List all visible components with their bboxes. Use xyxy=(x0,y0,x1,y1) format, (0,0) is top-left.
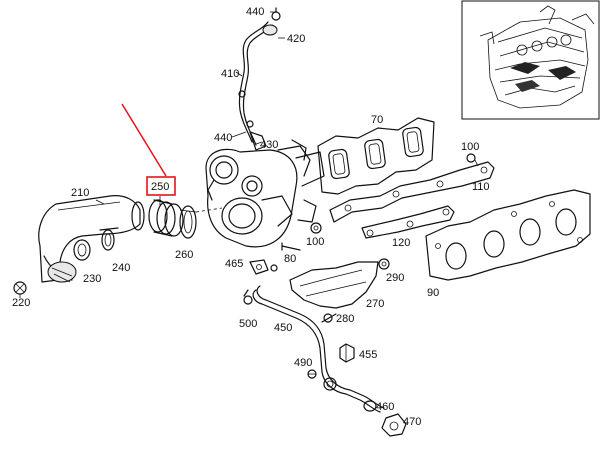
part-label-290: 290 xyxy=(386,272,404,284)
part-label-430: 430 xyxy=(260,139,278,151)
part-label-410: 410 xyxy=(221,68,239,80)
engine-inset xyxy=(461,0,600,120)
gasket-strip-110 xyxy=(329,161,495,223)
part-label-440a: 440 xyxy=(246,6,264,18)
flange-470 xyxy=(381,413,407,437)
part-label-230: 230 xyxy=(83,273,101,285)
exhaust-gasket xyxy=(425,189,591,281)
part-labels: 440 420 410 440 430 70 100 110 210 250 2… xyxy=(12,6,490,428)
bolt-220 xyxy=(13,281,27,298)
part-label-500: 500 xyxy=(239,318,257,330)
hose-clamp-260 xyxy=(179,205,197,239)
stud-80 xyxy=(281,242,301,251)
part-label-460: 460 xyxy=(376,401,394,413)
highlight-pointer-arrow xyxy=(121,103,167,177)
nut-290 xyxy=(378,258,390,270)
clip-455 xyxy=(339,343,355,363)
part-label-420: 420 xyxy=(287,33,305,45)
stud-100a xyxy=(466,153,476,163)
charge-air-pipe xyxy=(38,195,145,283)
oil-feed-line xyxy=(238,7,281,151)
part-label-270: 270 xyxy=(366,298,384,310)
part-label-490: 490 xyxy=(294,357,312,369)
turbocharger xyxy=(205,139,325,248)
part-label-280: 280 xyxy=(336,313,354,325)
part-label-80: 80 xyxy=(284,253,296,265)
bolt-490 xyxy=(307,369,317,379)
hose-230 xyxy=(73,239,91,261)
part-label-455: 455 xyxy=(359,349,377,361)
part-label-100b: 100 xyxy=(306,236,324,248)
highlight-box-250 xyxy=(146,176,176,196)
hose-clamp-240 xyxy=(99,227,119,251)
part-label-440b: 440 xyxy=(214,132,232,144)
leader-lines xyxy=(95,11,479,205)
part-label-260: 260 xyxy=(175,249,193,261)
part-label-470: 470 xyxy=(403,416,421,428)
gasket-strip-120 xyxy=(361,205,455,239)
engine-inset-drawing xyxy=(479,5,595,109)
nut-100b xyxy=(310,222,322,234)
part-label-100a: 100 xyxy=(461,141,479,153)
exhaust-manifold xyxy=(317,117,435,195)
part-label-220: 220 xyxy=(12,297,30,309)
part-label-210: 210 xyxy=(71,187,89,199)
heat-shield xyxy=(289,261,379,309)
gasket-460 xyxy=(363,400,377,412)
dash-line-260 xyxy=(195,207,223,213)
part-label-90: 90 xyxy=(427,287,439,299)
part-label-465: 465 xyxy=(225,258,243,270)
part-label-70: 70 xyxy=(371,114,383,126)
part-label-450: 450 xyxy=(274,322,292,334)
fitting-465 xyxy=(249,259,278,275)
part-label-250: 250 xyxy=(151,181,169,193)
part-label-110: 110 xyxy=(472,181,490,193)
part-label-120: 120 xyxy=(392,237,410,249)
hose-250 xyxy=(148,199,184,237)
part-label-240: 240 xyxy=(112,262,130,274)
